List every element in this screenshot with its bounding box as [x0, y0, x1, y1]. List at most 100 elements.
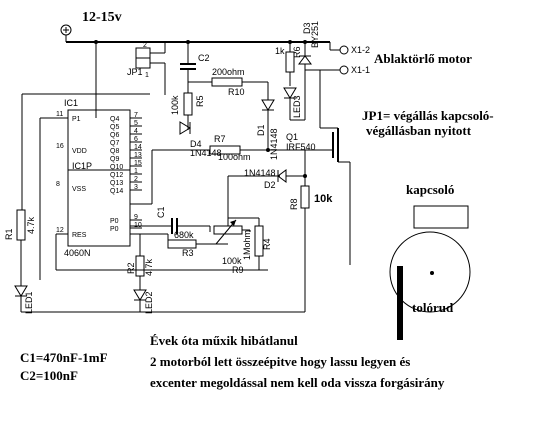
r7-resistor	[188, 145, 320, 155]
ic-pin-name: Q14	[110, 188, 123, 195]
d4-diode	[179, 118, 191, 135]
ic-pin-name: P0	[110, 218, 119, 225]
led1	[14, 285, 28, 312]
jp1-note-2: végállásban nyitott	[366, 123, 472, 138]
r8-value: 10k	[314, 193, 333, 205]
r1-value: 4.7k	[26, 216, 36, 234]
ic-pin-number: 11	[56, 111, 63, 118]
ic-pin-number: 2	[134, 176, 138, 183]
x1-1-label: X1-1	[351, 65, 370, 75]
ic-pin-number: 16	[56, 143, 64, 150]
d2-diode	[228, 169, 307, 183]
jp1-pin1-label: 1	[145, 72, 149, 79]
ic-pin-number: 7	[134, 112, 138, 119]
ic-pin-number: 8	[56, 181, 60, 188]
led3	[283, 87, 305, 121]
ic-pin-name: VDD	[72, 148, 87, 155]
r10-resistor	[188, 77, 269, 100]
r6-label: R6	[292, 46, 302, 58]
r9-label: R9	[232, 265, 244, 275]
d4-part: 1N4148	[190, 148, 222, 158]
ic-pin-name: Q6	[110, 132, 119, 139]
ic-pin-number: 5	[134, 120, 138, 127]
ic-pin-number: 15	[134, 160, 142, 167]
q1-part: IRF540	[286, 142, 316, 152]
r4-label: R4	[262, 238, 272, 250]
r1-label: R1	[4, 228, 14, 240]
q1-label: Q1	[286, 132, 298, 142]
d1-part: 1N4148	[269, 128, 279, 160]
r5-value: 100k	[170, 95, 180, 115]
r2-resistor	[135, 234, 145, 290]
r6-resistor	[285, 42, 295, 86]
d2-label: D2	[264, 180, 276, 190]
ic1-chip	[67, 109, 131, 247]
r7-label: R7	[214, 134, 226, 144]
ic-pin-number: 6	[134, 136, 138, 143]
jp1-label: JP1	[127, 67, 143, 77]
d4-label: D4	[190, 139, 202, 149]
r4-value: 1Mohm	[242, 230, 252, 260]
d1-label: D1	[256, 124, 266, 136]
c1-capacitor	[130, 218, 210, 234]
r2-value: 4.7k	[144, 258, 154, 276]
ic-pin-number: 12	[56, 227, 64, 234]
r9-value: 100k	[222, 256, 242, 266]
jp1-pin2-label: 2	[143, 42, 147, 49]
x1-terminals	[305, 42, 349, 128]
r8-label: R8	[289, 198, 299, 210]
ic-pin-number: 13	[134, 152, 142, 159]
description-line-2: 2 motorból lett összeépitve hogy lassu l…	[150, 354, 410, 369]
supply-terminal	[60, 24, 72, 42]
r1-resistor	[16, 209, 26, 286]
ic-pin-name: P0	[110, 226, 119, 233]
d1-diode	[261, 99, 275, 150]
ic-pin-name: P1	[72, 116, 81, 123]
x1-2-label: X1-2	[351, 45, 370, 55]
r10-label: R10	[228, 87, 245, 97]
ic-pin-name: Q12	[110, 172, 123, 179]
switch-body	[413, 205, 469, 229]
ic-pin-name: RES	[72, 232, 87, 239]
ic-pin-name: Q9	[110, 156, 119, 163]
ic-pin-name: VSS	[72, 186, 86, 193]
description-line-1: Évek óta műxik hibátlanul	[150, 333, 298, 348]
ic-pin-number: 9	[134, 214, 138, 221]
ic-pin-group: 11P116VDD8VSS12RESQ47Q55Q64Q76Q814Q913Q1…	[56, 111, 142, 239]
d3-label: D3	[302, 22, 312, 34]
ic1p-label: IC1P	[72, 161, 92, 171]
motor-label: Ablaktörlő motor	[374, 51, 472, 66]
d3-diode	[298, 42, 312, 120]
r5-label: R5	[195, 95, 205, 107]
c1-value-note: C1=470nF-1mF	[20, 350, 108, 365]
led3-label: LED3	[292, 95, 302, 118]
led2	[133, 289, 147, 312]
r6-value: 1k	[275, 46, 285, 56]
r2-label: R2	[126, 262, 136, 274]
r3-label: R3	[182, 248, 194, 258]
description-line-3: excenter megoldással nem kell oda vissza…	[150, 375, 445, 390]
r3-value: 680k	[174, 230, 194, 240]
r4-resistor	[228, 217, 264, 270]
ic-pin-number: 3	[134, 184, 138, 191]
ic-pin-name: Q10	[110, 164, 123, 171]
switch-label: kapcsoló	[406, 182, 454, 197]
r8-resistor	[300, 150, 310, 300]
ic-pin-name: Q8	[110, 148, 119, 155]
c2-capacitor	[180, 42, 196, 82]
ic-pin-number: 14	[134, 144, 142, 151]
r10-value: 200ohm	[212, 67, 245, 77]
ic1-label: IC1	[64, 98, 78, 108]
ic-pin-number: 4	[134, 128, 138, 135]
ic-pin-name: Q4	[110, 116, 119, 123]
d2-part: 1N4148	[244, 168, 276, 178]
r3-resistor	[130, 233, 228, 249]
supply-voltage-label: 12-15v	[82, 10, 122, 25]
ic-pin-name: Q5	[110, 124, 119, 131]
cam-pivot	[430, 271, 434, 275]
ic-pin-number: 1	[134, 168, 138, 175]
ic-part-label: 4060N	[64, 248, 91, 258]
led2-label: LED2	[144, 291, 154, 314]
